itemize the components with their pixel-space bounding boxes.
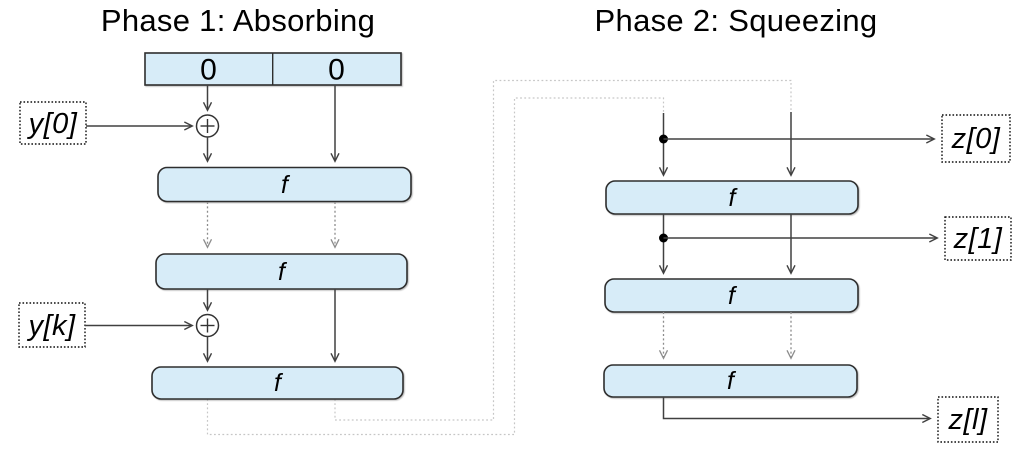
output-z0-box	[941, 114, 1011, 163]
f-box-squeeze-2: f	[604, 278, 859, 313]
phase1-title: Phase 1: Absorbing	[101, 3, 375, 38]
output-z1-label: z[1]	[953, 223, 1003, 255]
f-box-squeeze-1: f	[605, 180, 859, 215]
f-box-absorb-3-rect	[151, 366, 404, 400]
input-yk: y[k]	[18, 302, 86, 348]
f-box-absorb-1-rect	[157, 166, 412, 203]
f-box-absorb-1-label: f	[281, 171, 291, 199]
f-box-squeeze-3-label: f	[727, 367, 737, 395]
output-zl-box	[937, 396, 999, 443]
f-box-squeeze-3: f	[603, 364, 858, 398]
xor-icon	[195, 114, 220, 138]
output-zl-label: z[l]	[947, 404, 988, 436]
state-feedback-routing	[206, 79, 792, 436]
state-cell-rate: 0	[200, 54, 217, 87]
f-box-absorb-3: f	[151, 366, 404, 400]
state-cell-capacity: 0	[328, 54, 345, 87]
f-box-absorb-1: f	[157, 166, 412, 203]
output-z0-label: z[0]	[951, 123, 1001, 155]
arrow-to-zl	[662, 397, 931, 419]
routing-rate-path	[206, 97, 665, 436]
f-box-absorb-2: f	[155, 253, 408, 290]
output-zl: z[l]	[937, 396, 999, 443]
f-box-absorb-2-label: f	[278, 258, 288, 286]
f-box-squeeze-1-label: f	[729, 184, 739, 212]
routing-capacity-path	[334, 79, 792, 421]
f-box-squeeze-2-rect	[604, 278, 859, 313]
f-box-squeeze-2-label: f	[728, 282, 738, 310]
input-yk-box	[18, 302, 86, 348]
input-yk-label: y[k]	[26, 310, 76, 342]
f-box-absorb-3-label: f	[274, 369, 284, 397]
input-y0: y[0]	[19, 101, 87, 145]
input-y0-label: y[0]	[27, 108, 78, 140]
output-z1-box	[944, 216, 1012, 261]
f-box-squeeze-1-rect	[605, 180, 859, 215]
f-box-absorb-2-rect	[155, 253, 408, 290]
xor-icon	[195, 313, 220, 338]
f-box-squeeze-3-rect	[603, 364, 858, 398]
state-register: 0 0	[144, 52, 402, 87]
output-z0: z[0]	[941, 114, 1011, 163]
input-y0-box	[19, 101, 87, 145]
phase2-title: Phase 2: Squeezing	[595, 3, 878, 38]
output-z1: z[1]	[944, 216, 1012, 261]
